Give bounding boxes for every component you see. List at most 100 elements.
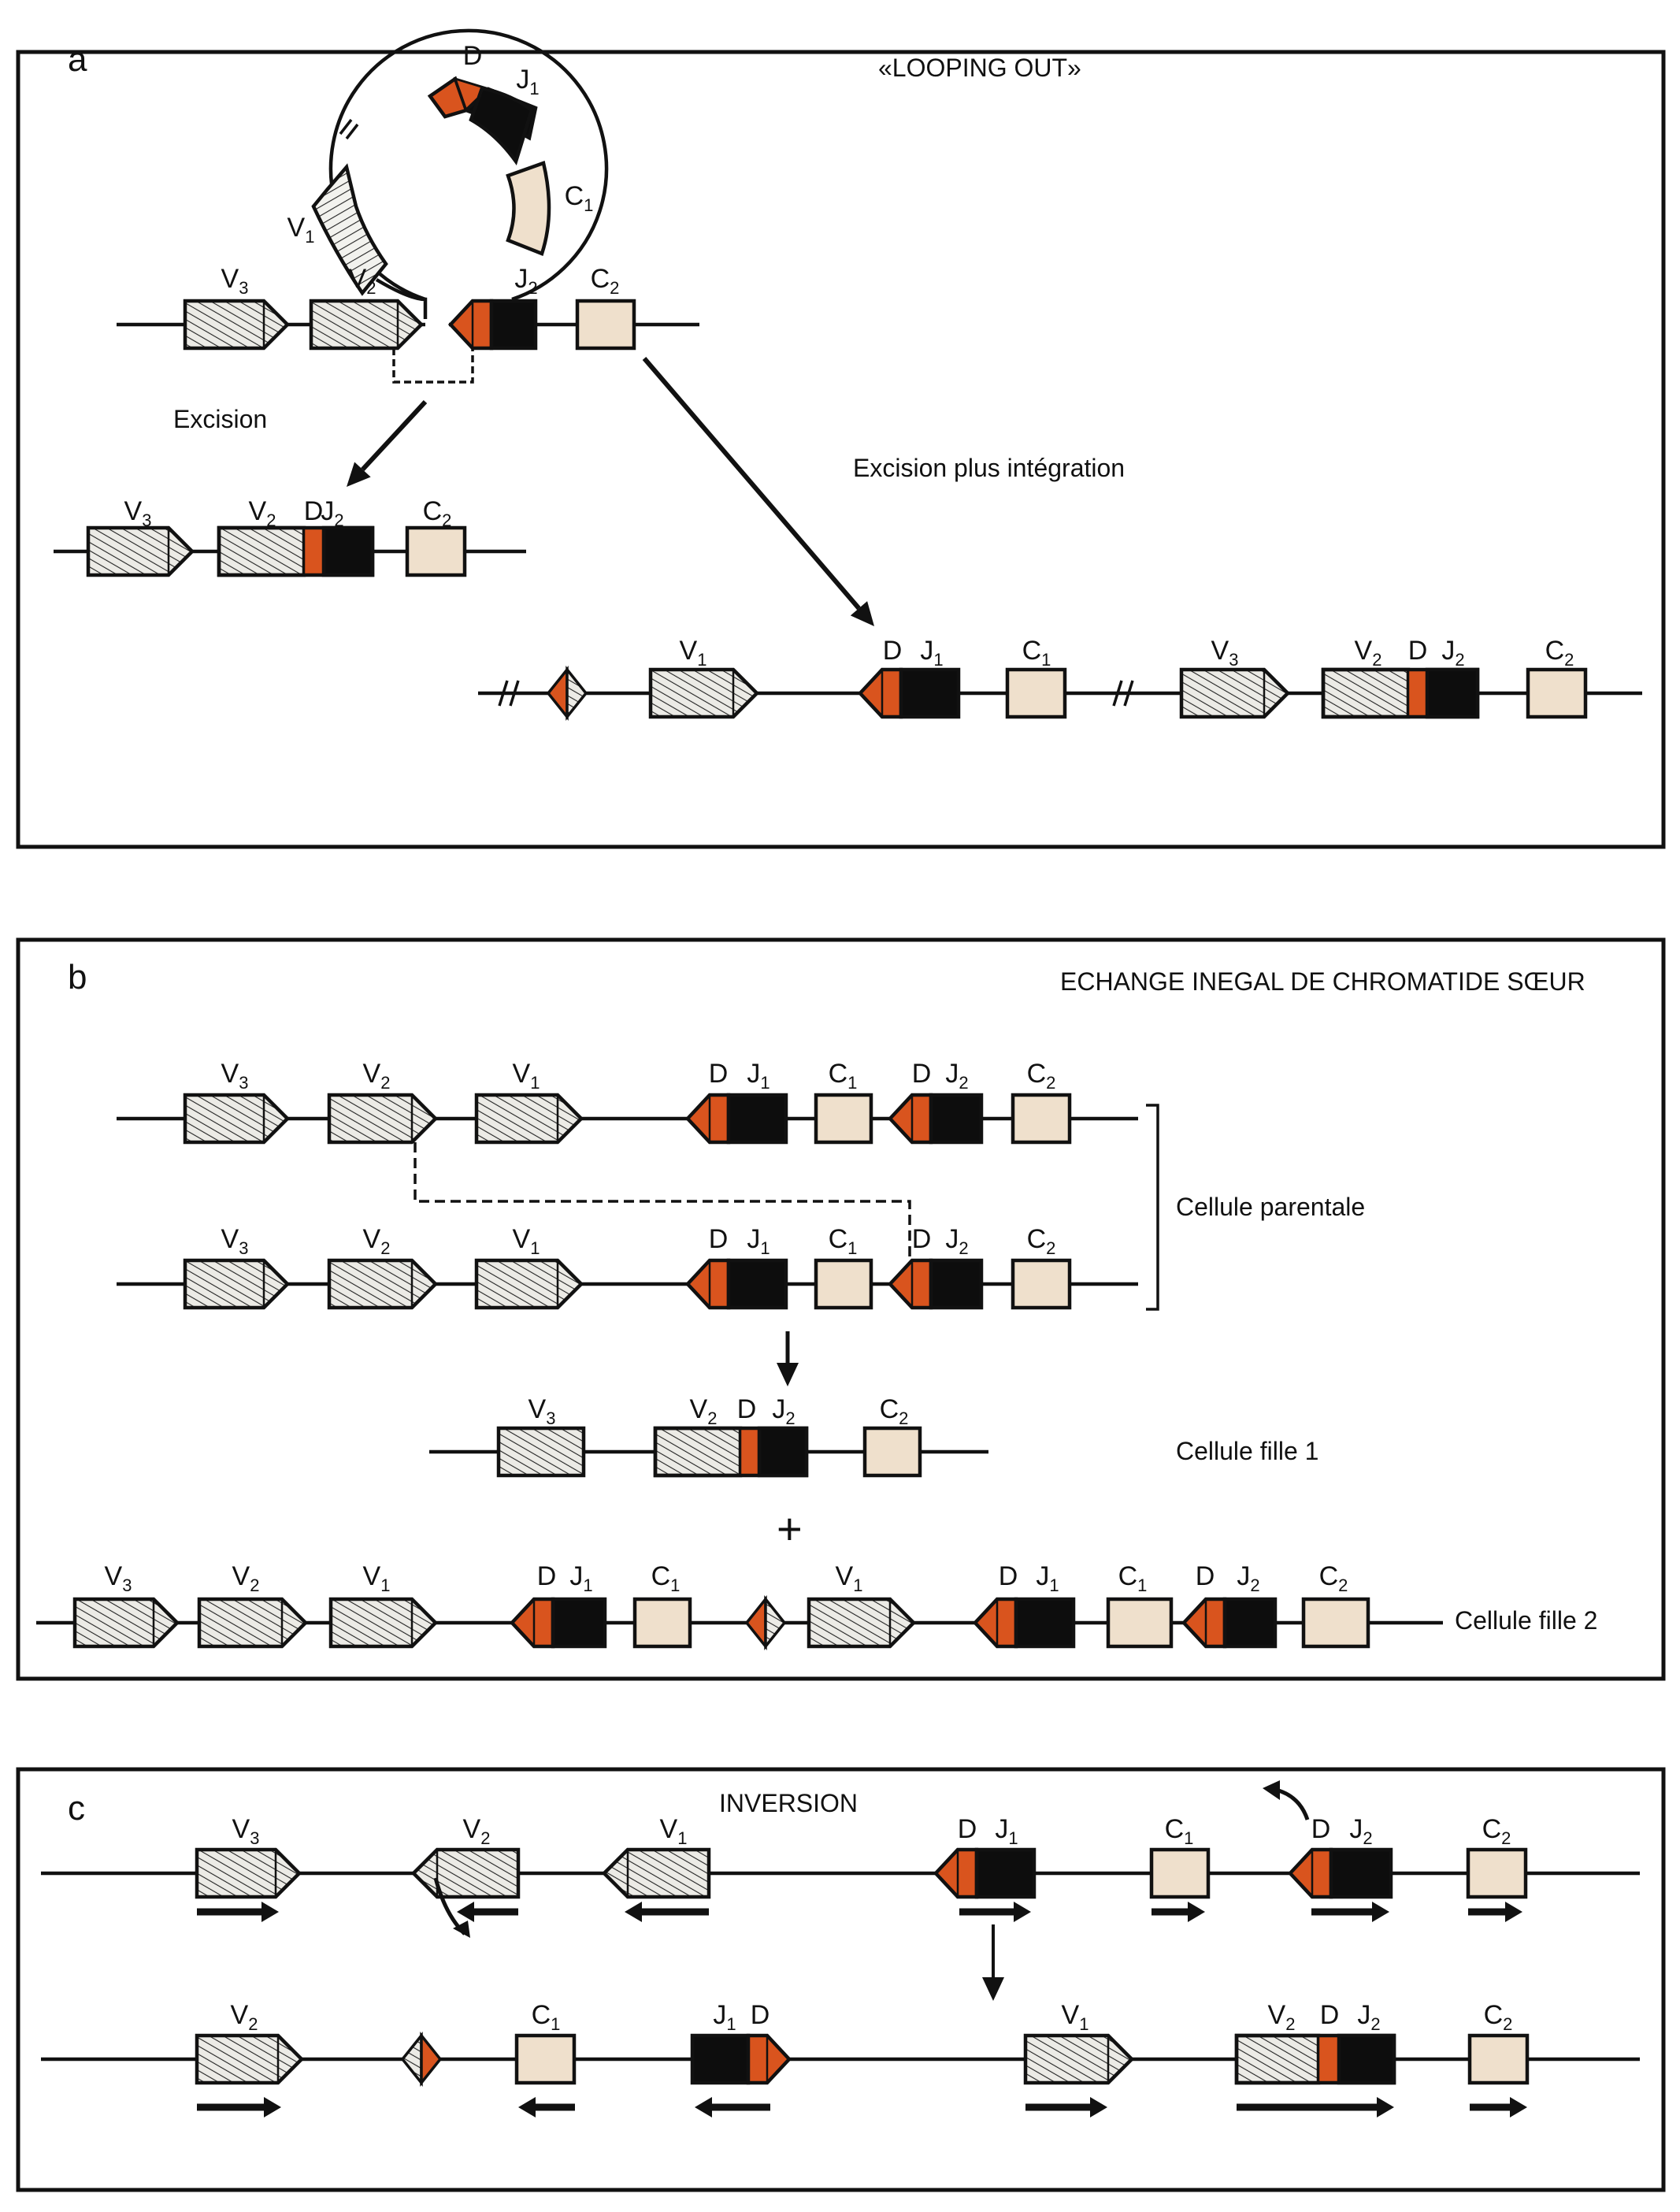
- panel-a-frame: [16, 50, 1666, 849]
- segment-label: D: [999, 1561, 1018, 1591]
- label-v2: V2: [690, 1394, 718, 1428]
- d-j2-j-segment: [1222, 1597, 1278, 1649]
- v2dj2-d-part: [1407, 668, 1429, 718]
- v2dj2-outline: [1234, 2033, 1396, 2085]
- c2-segment: [1011, 1258, 1072, 1310]
- caption-excision-plus-integration: Excision plus intégration: [853, 454, 1125, 482]
- excision-arrow-head: [347, 462, 371, 487]
- hybrid-signal: [546, 666, 569, 721]
- j2-dj-d-segment: [447, 299, 494, 351]
- orientation-arrow-right-head: [1377, 2097, 1394, 2117]
- d-j2-d-segment: [887, 1093, 933, 1145]
- segment-label: J2: [945, 1224, 968, 1258]
- segment-label: C2: [1027, 1059, 1056, 1093]
- c1-segment: [1149, 1847, 1211, 1899]
- c2-segment: [405, 525, 467, 577]
- parental-bracket: [1146, 1104, 1159, 1311]
- caption-cellule-fille-1: Cellule fille 1: [1176, 1437, 1318, 1465]
- d-j1-j-segment: [551, 1597, 607, 1649]
- segment-label: J1: [747, 1059, 770, 1093]
- segment-label: J2: [1237, 1561, 1259, 1595]
- caption-cellule-fille-2: Cellule fille 2: [1455, 1606, 1597, 1635]
- integration-arrow: [642, 357, 861, 611]
- caption-excision: Excision: [173, 405, 267, 433]
- v2dj2-j-part: [1425, 667, 1480, 719]
- hybrid-signal: [764, 1595, 787, 1650]
- hybrid-signal: [420, 2032, 443, 2087]
- segment-label: D: [709, 1059, 729, 1089]
- recombination-bracket: [392, 348, 474, 384]
- segment-label: J1: [1036, 1561, 1059, 1595]
- hybrid-signal: [400, 2032, 423, 2087]
- c2-segment: [1526, 667, 1588, 719]
- c1-segment: [814, 1258, 873, 1310]
- c1-segment: [514, 2033, 577, 2085]
- segment-label: J2: [1349, 1814, 1372, 1848]
- orientation-arrow-right-head: [261, 1902, 279, 1922]
- v2dj2-d-part: [739, 1427, 761, 1477]
- segment-label: V1: [363, 1561, 391, 1595]
- segment-label: C2: [1319, 1561, 1348, 1595]
- d-j1-d-segment: [933, 1847, 979, 1899]
- d-j2-d-segment: [1181, 1597, 1227, 1649]
- d-j1-d-segment: [972, 1597, 1018, 1649]
- loop-j1-block: [469, 86, 534, 166]
- label-d: D: [1408, 636, 1428, 666]
- v2dj2-d-part: [302, 526, 325, 577]
- v2dj2-v-part: [653, 1426, 743, 1478]
- d-j1-d-segment: [684, 1093, 731, 1145]
- segment-label: D: [709, 1224, 729, 1254]
- segment-label: C2: [1484, 2000, 1513, 2034]
- c1-segment: [632, 1597, 692, 1649]
- loop-neck-left: [375, 278, 428, 319]
- hybrid-signal: [566, 666, 588, 721]
- loop-label-v1: V1: [287, 213, 315, 247]
- segment-label: V3: [221, 1224, 249, 1258]
- j2-dj-j-segment: [489, 299, 538, 351]
- break-mark-icon: [1112, 680, 1123, 707]
- v1-segment: [1023, 2033, 1135, 2085]
- d-j1-j-segment: [899, 667, 961, 719]
- segment-label: V2: [363, 1059, 391, 1093]
- panel-c-frame: [16, 1767, 1666, 2192]
- loop-v1-segment: [311, 163, 388, 296]
- label-d: D: [737, 1394, 757, 1424]
- segment-label: V1: [836, 1561, 863, 1595]
- d-j1-j-segment: [726, 1093, 788, 1145]
- segment-label: V1: [513, 1224, 540, 1258]
- orientation-arrow-right-head: [1505, 1902, 1522, 1922]
- v2dj2-outline: [653, 1426, 809, 1478]
- label-v2: V2: [249, 496, 276, 530]
- segment-label: C1: [1165, 1814, 1194, 1848]
- segment-label: D: [912, 1059, 932, 1089]
- segment-label: J1: [995, 1814, 1018, 1848]
- v1-segment: [474, 1093, 584, 1145]
- segment-label: J1: [747, 1224, 770, 1258]
- segment-label: C1: [1118, 1561, 1148, 1595]
- c2-segment: [575, 299, 636, 351]
- inversion-curve-arrow-2: [1275, 1787, 1310, 1820]
- daughter-arrow-head: [777, 1363, 799, 1386]
- segment-label: J2: [1357, 2000, 1380, 2034]
- v1-segment-inverted: [601, 1847, 711, 1899]
- panel-b-letter: b: [68, 958, 87, 997]
- label-c1: C1: [1022, 636, 1051, 670]
- c1-segment: [1005, 667, 1067, 719]
- panel-b-title: ECHANGE INEGAL DE CHROMATIDE SŒUR: [1060, 967, 1585, 996]
- v3-segment: [72, 1597, 180, 1649]
- orientation-arrow-left-head: [518, 2097, 536, 2117]
- loop-c1-segment: [506, 161, 551, 256]
- c1-segment: [1106, 1597, 1174, 1649]
- j1-d-d-segment: [746, 2033, 792, 2085]
- c2-segment: [862, 1426, 922, 1478]
- segment-label: D: [751, 2000, 770, 2030]
- panel-a-letter: a: [68, 40, 87, 79]
- inversion-result-arrow-head: [982, 1977, 1004, 2001]
- orientation-arrow-left-head: [457, 1902, 474, 1922]
- loop-label-j1: J1: [516, 65, 539, 98]
- v2dj2-v-part: [217, 525, 306, 577]
- segment-label: D: [958, 1814, 977, 1844]
- orientation-arrow-right-head: [1372, 1902, 1389, 1922]
- v3-segment: [496, 1426, 586, 1478]
- segment-label: C2: [1482, 1814, 1511, 1848]
